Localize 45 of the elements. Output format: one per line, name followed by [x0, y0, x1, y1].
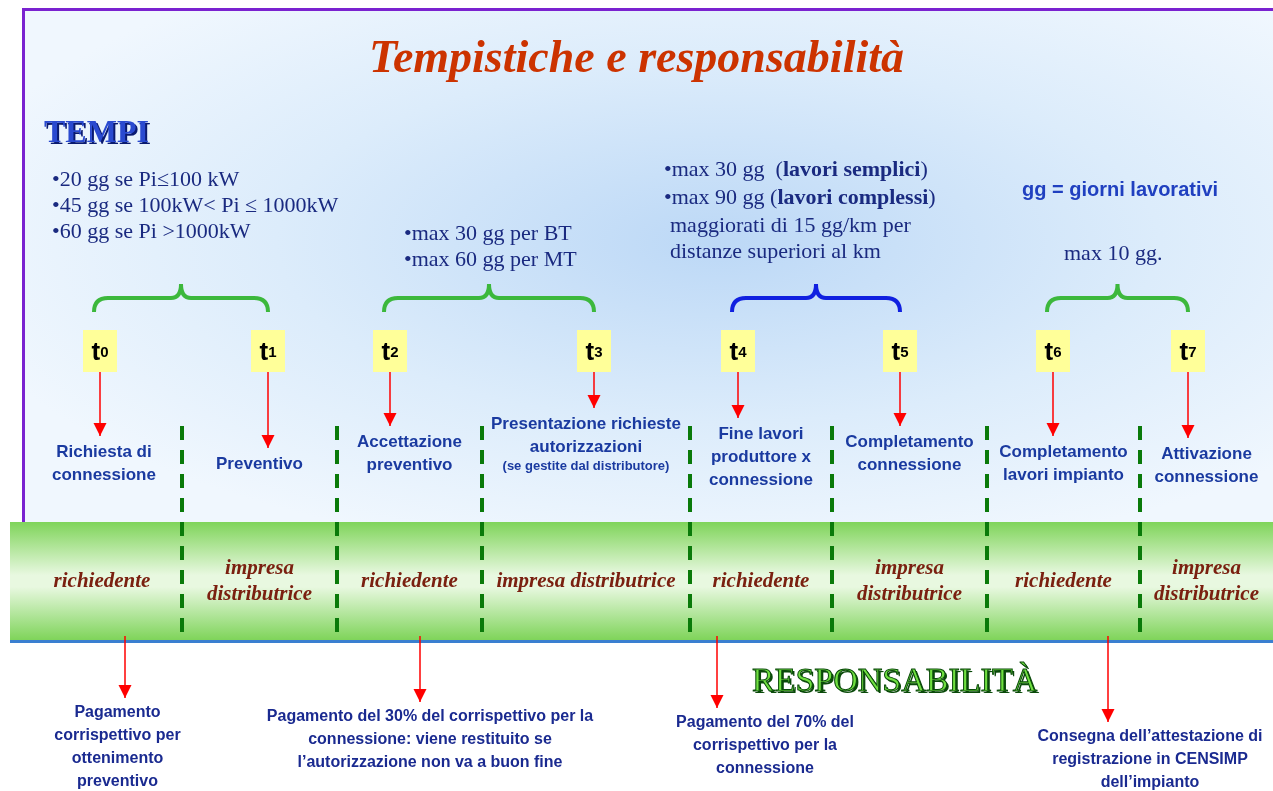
step-label: Preventivo — [186, 452, 333, 502]
section-heading: RESPONSABILITÀ — [752, 660, 1038, 700]
responsibility-cell: impresa distributrice — [486, 524, 686, 636]
arrow — [1046, 371, 1060, 437]
responsibility-cell: richiedente — [694, 524, 828, 636]
arrow — [413, 635, 427, 703]
arrow — [731, 371, 745, 419]
time-note: •45 gg se 100kW< Pi ≤ 1000kW — [52, 192, 339, 218]
step-label: Richiesta di connessione — [30, 440, 178, 490]
step-label: Completamento connessione — [836, 430, 983, 486]
legend-note: gg = giorni lavorativi — [1022, 177, 1219, 202]
step-label: Completamento lavori impianto — [991, 440, 1136, 490]
payment-note: Pagamento del 30% del corrispettivo per la connessione: viene restituito se l’autorizzazione non va a buon fine — [260, 704, 600, 773]
arrow — [893, 371, 907, 427]
payment-note: Pagamento corrispettivo per ottenimento preventivo — [30, 700, 205, 791]
time-note: •max 90 gg (lavori complessi) — [664, 184, 936, 210]
payment-note: Consegna dell’attestazione di registrazione in CENSIMP dell’impianto — [1010, 724, 1273, 791]
responsibility-cell: richiedente — [991, 524, 1136, 636]
arrow — [1181, 371, 1195, 439]
time-note: •max 30 gg (lavori semplici) — [664, 156, 928, 182]
arrow — [710, 635, 724, 709]
time-note: max 10 gg. — [1064, 240, 1163, 266]
arrow — [1101, 635, 1115, 723]
step-label: Attivazione connessione — [1144, 442, 1269, 492]
arrow — [383, 371, 397, 427]
responsibility-cell: richiedente — [26, 524, 178, 636]
section-heading: TEMPI — [44, 112, 149, 150]
responsibility-cell: richiedente — [341, 524, 478, 636]
time-note: •max 60 gg per MT — [404, 246, 577, 272]
responsibility-cell: impresa distributrice — [1144, 524, 1269, 636]
arrow — [93, 371, 107, 437]
time-note: •max 30 gg per BT — [404, 220, 572, 246]
title: Tempistiche e responsabilità — [368, 30, 905, 83]
responsibility-cell: impresa distributrice — [186, 524, 333, 636]
arrow — [261, 371, 275, 449]
payment-note: Pagamento del 70% del corrispettivo per la connessione — [660, 710, 870, 779]
time-note: •20 gg se Pi≤100 kW — [52, 166, 240, 192]
step-label: Fine lavori produttore x connessione — [694, 422, 828, 486]
time-note: •60 gg se Pi >1000kW — [52, 218, 251, 244]
time-note: maggiorati di 15 gg/km per distanze superiori al km — [670, 212, 912, 264]
responsibility-cell: impresa distributrice — [836, 524, 983, 636]
step-label: Accettazione preventivo — [341, 430, 478, 486]
arrow — [587, 371, 601, 409]
step-label: Presentazione richieste autorizzazioni (se gestite dal distributore) — [480, 412, 692, 486]
arrow — [118, 635, 132, 699]
